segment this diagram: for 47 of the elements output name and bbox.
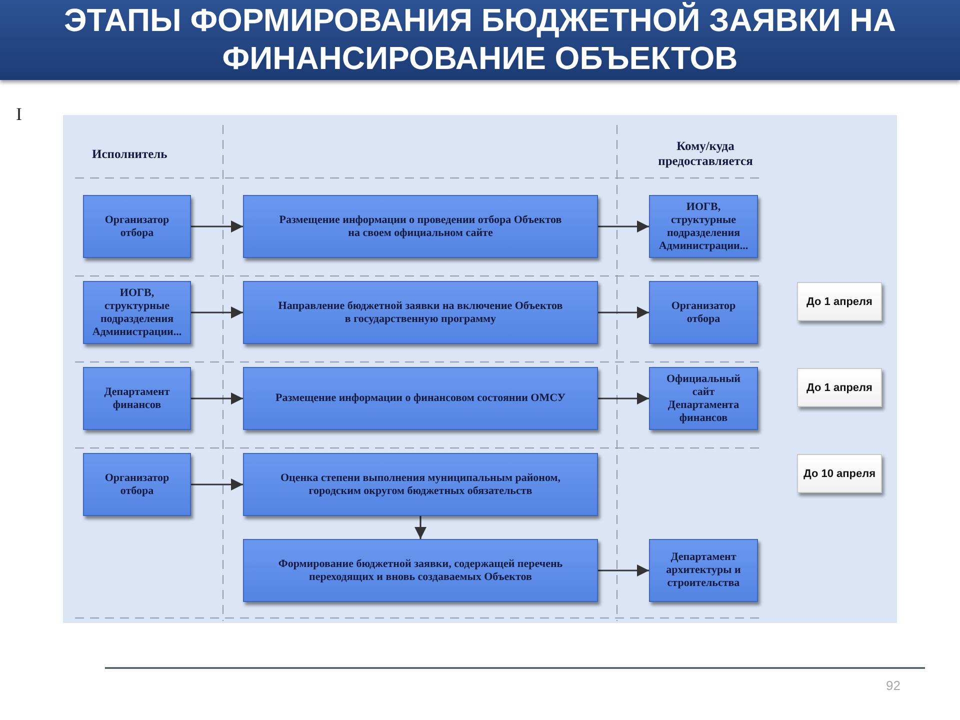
deadline-text: До 1 апреля	[806, 382, 872, 394]
arrow	[191, 220, 243, 232]
actor-box	[83, 453, 191, 516]
step-text: Размещение информации о проведении отбора Объектов на своем официальном сайте	[278, 214, 563, 240]
recipient-text: ИОГВ, структурные подразделения Администрации...	[658, 200, 750, 252]
column-header: Кому/куда предоставляется	[657, 139, 754, 169]
arrow	[598, 392, 649, 404]
process-box	[243, 281, 598, 344]
title: ЭТАПЫ ФОРМИРОВАНИЯ БЮДЖЕТНОЙ ЗАЯВКИ НА ФИНАНСИРОВАНИЕ ОБЪЕКТОВ	[62, 1, 898, 77]
actor-text: Департамент финансов	[103, 386, 171, 412]
actor-box	[83, 195, 191, 258]
step-text: Размещение информации о финансовом состоянии ОМСУ	[276, 392, 566, 405]
step-text: Направление бюджетной заявки на включение Объектов в государственную программу	[277, 300, 564, 326]
process-box	[243, 453, 598, 516]
step-text: Формирование бюджетной заявки, содержащей перечень переходящих и вновь создаваемых Объектов	[277, 558, 564, 584]
recipient-text: Организатор отбора	[670, 300, 737, 326]
actor-box	[83, 281, 191, 344]
arrow	[414, 516, 426, 539]
page-number: 92	[886, 678, 900, 693]
step-text: Оценка степени выполнения муниципальным районом, городским округом бюджетных обязательств	[279, 472, 562, 498]
actor-text: ИОГВ, структурные подразделения Администрации...	[91, 286, 183, 338]
arrow	[598, 220, 649, 232]
swimlane-panel	[63, 115, 897, 623]
process-box	[243, 195, 598, 258]
deadline-box	[797, 454, 882, 493]
deadline-text: До 1 апреля	[806, 296, 872, 308]
arrow	[191, 478, 243, 490]
column-header: Исполнитель	[92, 147, 168, 162]
process-box	[243, 367, 598, 430]
actor-text: Организатор отбора	[104, 214, 170, 240]
arrow	[598, 306, 649, 318]
deadline-text: До 10 апреля	[803, 468, 876, 480]
deadline-box	[797, 282, 882, 321]
actor-text: Организатор отбора	[104, 472, 170, 498]
arrow	[191, 392, 243, 404]
process-box	[243, 539, 598, 602]
deadline-box	[797, 368, 882, 407]
recipient-box	[649, 195, 758, 258]
recipient-box	[649, 539, 758, 602]
recipient-box	[649, 367, 758, 430]
recipient-text: Департамент архитектуры и строительства	[665, 551, 742, 590]
recipient-text: Официальный сайт Департамента финансов	[665, 372, 742, 424]
side-mark: I	[16, 104, 22, 125]
recipient-box	[649, 281, 758, 344]
arrow	[191, 306, 243, 318]
arrow	[598, 564, 649, 576]
actor-box	[83, 367, 191, 430]
